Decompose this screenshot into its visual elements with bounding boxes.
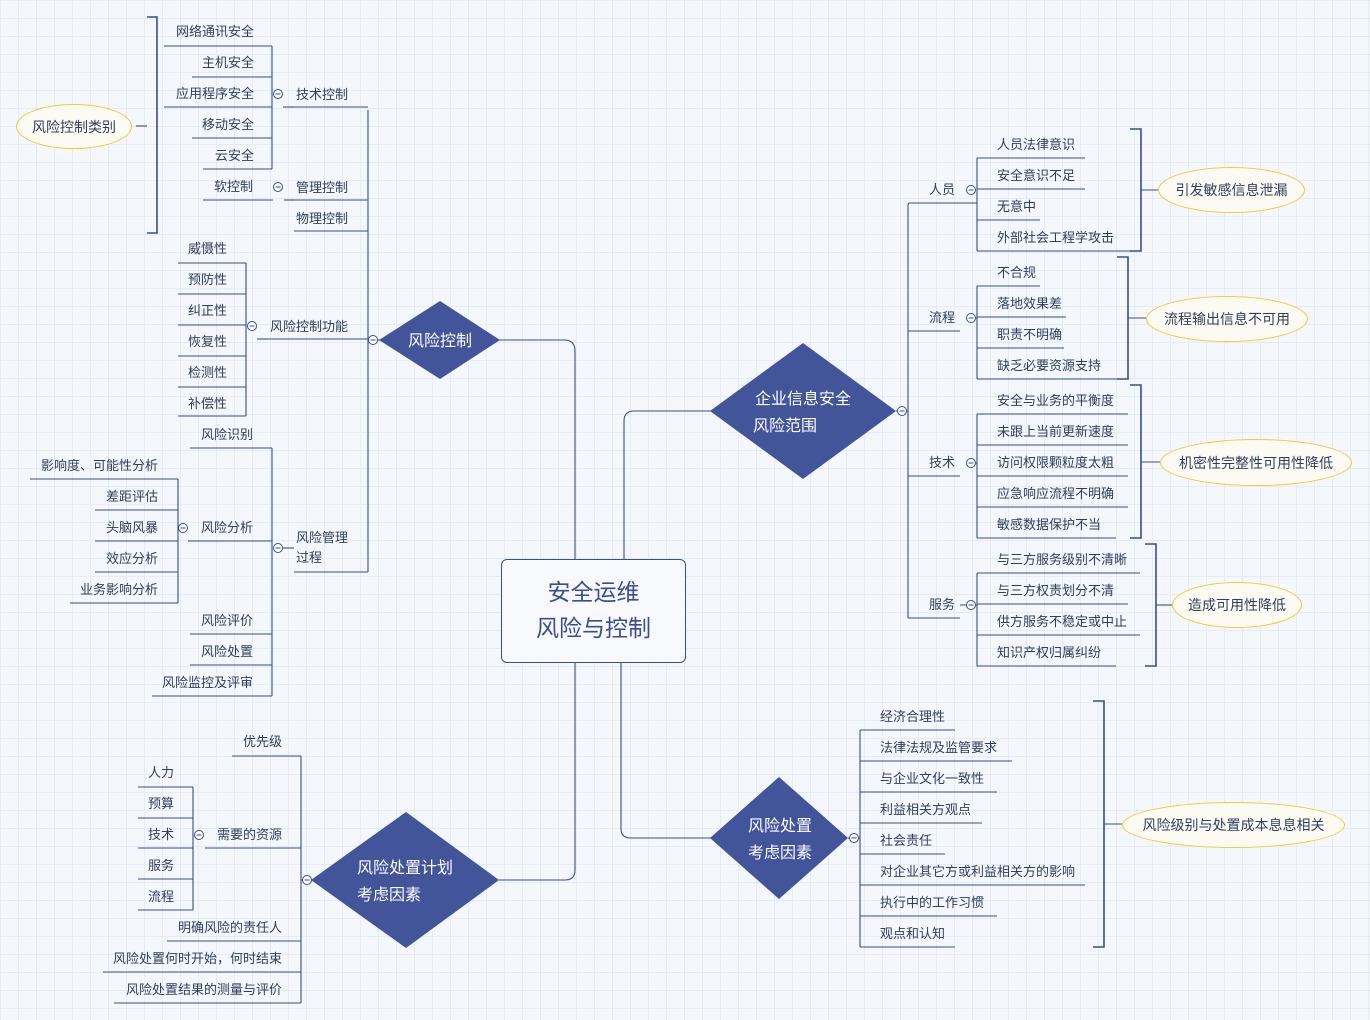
treatment-item-social[interactable]: 社会责任 (880, 834, 933, 849)
function-item-deterrent[interactable]: 威慑性 (188, 242, 228, 257)
center-topic[interactable]: 安全运维 风险与控制 (501, 559, 686, 663)
diamond-risk-scope (710, 343, 896, 479)
tech-item-mobile[interactable]: 移动安全 (201, 118, 254, 133)
treatment-item-stakeholder[interactable]: 利益相关方观点 (880, 803, 972, 818)
treatment-item-economic[interactable]: 经济合理性 (880, 710, 946, 725)
personnel-item-legal[interactable]: 人员法律意识 (997, 138, 1076, 153)
process-treat[interactable]: 风险处置 (201, 645, 254, 660)
process-monitor[interactable]: 风险监控及评审 (162, 676, 254, 691)
tech-scope-item-data[interactable]: 敏感数据保护不当 (997, 518, 1102, 533)
risk-category-bubble[interactable]: 风险控制类别 (16, 104, 132, 149)
analysis-item-gap[interactable]: 差距评估 (105, 490, 158, 505)
scope-tech[interactable]: 技术 (929, 456, 956, 471)
treatment-item-legal[interactable]: 法律法规及监管要求 (880, 741, 998, 756)
plan-responsible[interactable]: 明确风险的责任人 (177, 921, 282, 936)
process-label[interactable]: 风险管理 过程 (296, 531, 348, 567)
tech-scope-item-incident[interactable]: 应急响应流程不明确 (997, 487, 1115, 502)
tech-control-label[interactable]: 技术控制 (296, 88, 349, 103)
plan-priority[interactable]: 优先级 (243, 735, 283, 750)
analysis-item-brainstorm[interactable]: 头脑风暴 (105, 521, 158, 536)
soft-control-label[interactable]: 软控制 (214, 180, 254, 195)
process-analysis[interactable]: 风险分析 (201, 521, 254, 536)
scope-process[interactable]: 流程 (929, 311, 956, 326)
analysis-item-bia[interactable]: 业务影响分析 (79, 583, 158, 598)
center-topic-line1: 安全运维 (547, 580, 640, 606)
function-item-detective[interactable]: 检测性 (188, 366, 228, 381)
plan-measure[interactable]: 风险处置结果的测量与评价 (125, 983, 282, 998)
tech-item-network[interactable]: 网络通讯安全 (175, 25, 254, 40)
mgmt-control-label[interactable]: 管理控制 (296, 181, 349, 196)
process-item-noncompliant[interactable]: 不合规 (997, 266, 1037, 281)
physical-control-label[interactable]: 物理控制 (296, 212, 349, 227)
function-label[interactable]: 风险控制功能 (270, 320, 349, 335)
personnel-item-unintentional[interactable]: 无意中 (997, 200, 1037, 215)
process-identify[interactable]: 风险识别 (201, 428, 254, 443)
tech-scope-item-update[interactable]: 未跟上当前更新速度 (997, 425, 1115, 440)
service-item-stability[interactable]: 供方服务不稳定或中止 (997, 615, 1128, 630)
tech-item-cloud[interactable]: 云安全 (214, 149, 254, 164)
plan-timing[interactable]: 风险处置何时开始，何时结束 (112, 952, 282, 967)
function-item-recovery[interactable]: 恢复性 (188, 335, 228, 350)
treatment-item-habits[interactable]: 执行中的工作习惯 (880, 896, 985, 911)
plan-resources[interactable]: 需要的资源 (217, 828, 283, 843)
process-item-no-resources[interactable]: 缺乏必要资源支持 (997, 359, 1102, 374)
personnel-result-bubble[interactable]: 引发敏感信息泄漏 (1158, 167, 1305, 213)
function-item-corrective[interactable]: 纠正性 (188, 304, 228, 319)
diamond-treatment-factors (710, 777, 848, 899)
diamond-plan-factors (311, 812, 499, 948)
process-result-bubble[interactable]: 流程输出信息不可用 (1146, 296, 1308, 342)
process-item-unclear-duty[interactable]: 职责不明确 (997, 328, 1063, 343)
personnel-item-awareness[interactable]: 安全意识不足 (997, 169, 1076, 184)
process-item-poor-effect[interactable]: 落地效果差 (997, 297, 1063, 312)
resource-item-service[interactable]: 服务 (148, 859, 175, 874)
resource-item-manpower[interactable]: 人力 (148, 766, 175, 781)
service-item-ip[interactable]: 知识产权归属纠纷 (997, 646, 1102, 661)
scope-service[interactable]: 服务 (929, 598, 956, 613)
treatment-item-culture[interactable]: 与企业文化一致性 (880, 772, 985, 787)
resource-item-tech[interactable]: 技术 (148, 828, 175, 843)
tech-item-host[interactable]: 主机安全 (201, 56, 254, 71)
process-evaluate[interactable]: 风险评价 (201, 614, 254, 629)
diamond-risk-control (379, 301, 500, 379)
function-item-compensating[interactable]: 补偿性 (188, 397, 228, 412)
treatment-item-impact[interactable]: 对企业其它方或利益相关方的影响 (880, 865, 1076, 880)
function-item-preventive[interactable]: 预防性 (188, 273, 228, 288)
analysis-item-impact[interactable]: 影响度、可能性分析 (40, 459, 158, 474)
service-item-responsibility[interactable]: 与三方权责划分不清 (997, 584, 1115, 599)
service-result-bubble[interactable]: 造成可用性降低 (1172, 582, 1302, 628)
scope-personnel[interactable]: 人员 (929, 183, 956, 198)
service-item-level[interactable]: 与三方服务级别不清晰 (997, 553, 1128, 568)
tech-result-bubble[interactable]: 机密性完整性可用性降低 (1160, 439, 1352, 486)
center-topic-line2: 风险与控制 (536, 616, 651, 642)
tech-item-app[interactable]: 应用程序安全 (175, 87, 254, 102)
analysis-item-effect[interactable]: 效应分析 (105, 552, 158, 567)
treatment-item-perception[interactable]: 观点和认知 (880, 927, 946, 942)
tech-scope-item-balance[interactable]: 安全与业务的平衡度 (997, 394, 1115, 409)
process-label-line2: 过程 (296, 551, 323, 566)
treatment-result-bubble[interactable]: 风险级别与处置成本息息相关 (1122, 802, 1345, 848)
resource-item-budget[interactable]: 预算 (148, 797, 175, 812)
tech-scope-item-access[interactable]: 访问权限颗粒度太粗 (997, 456, 1115, 471)
process-label-line1: 风险管理 (296, 531, 349, 546)
resource-item-process[interactable]: 流程 (148, 890, 175, 905)
personnel-item-social-eng[interactable]: 外部社会工程学攻击 (997, 231, 1115, 246)
